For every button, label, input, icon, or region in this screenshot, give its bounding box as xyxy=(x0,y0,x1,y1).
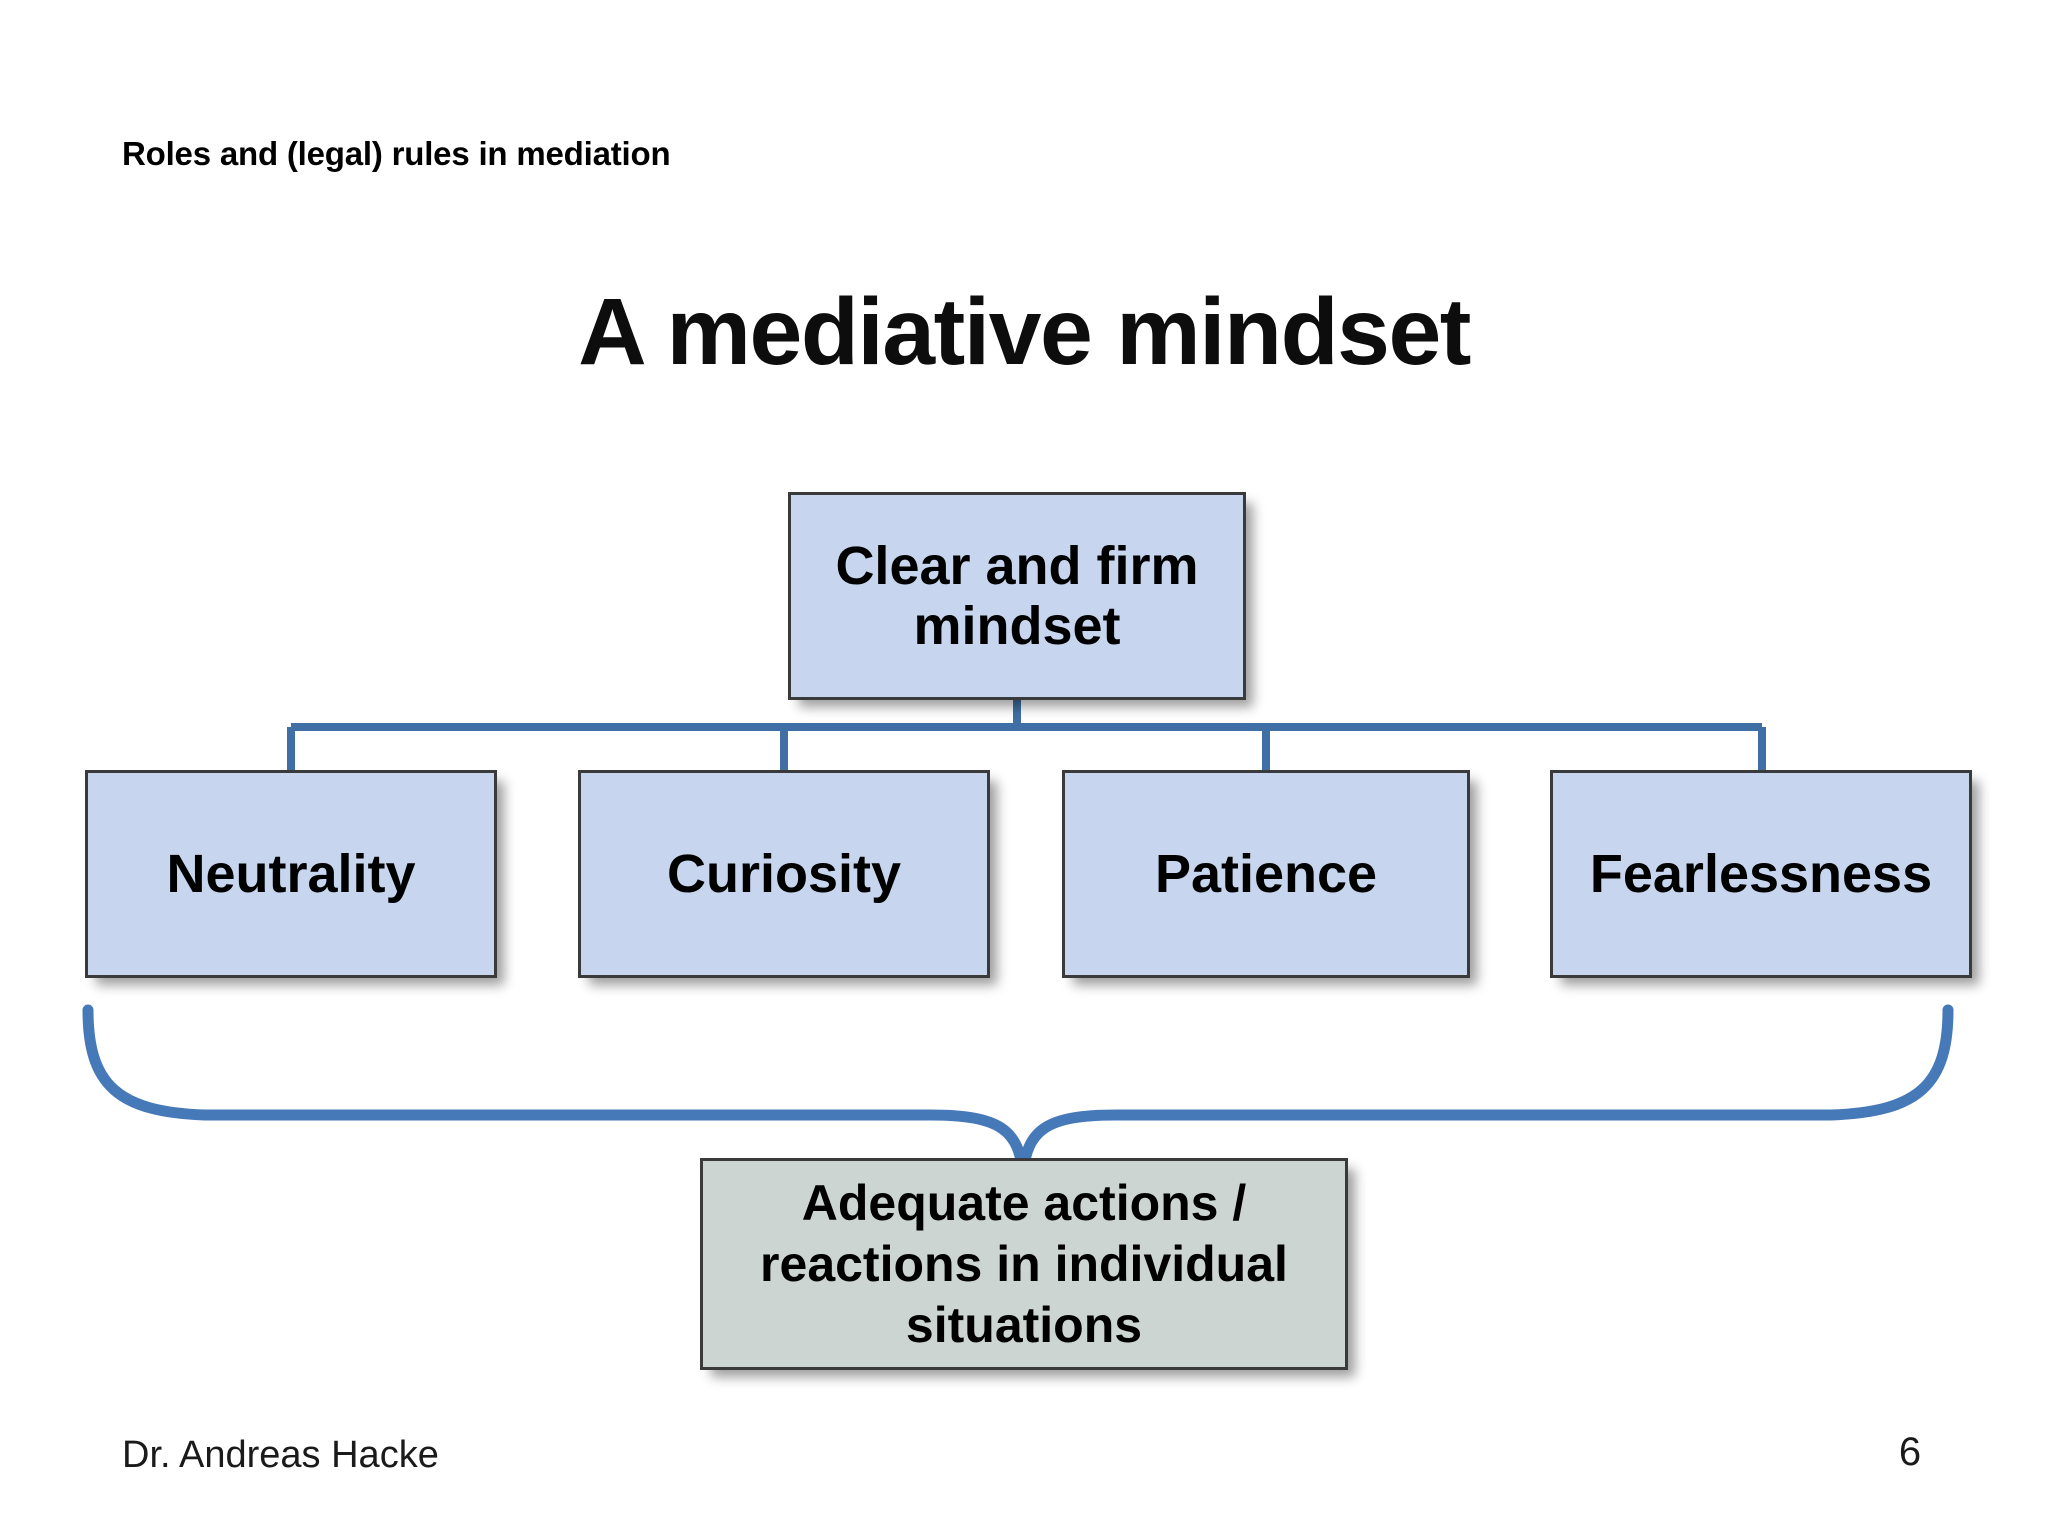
node-neutrality[interactable]: Neutrality xyxy=(85,770,497,978)
footer-page-number: 6 xyxy=(1898,1430,1922,1474)
node-adequate-actions-reactions[interactable]: Adequate actions / reactions in individu… xyxy=(700,1158,1348,1370)
node-patience[interactable]: Patience xyxy=(1062,770,1470,978)
curly-brace xyxy=(82,1004,1954,1178)
node-label: Neutrality xyxy=(166,843,416,904)
node-fearlessness[interactable]: Fearlessness xyxy=(1550,770,1972,978)
page-title: A mediative mindset xyxy=(578,279,1471,385)
node-label: Patience xyxy=(1154,843,1378,904)
node-curiosity[interactable]: Curiosity xyxy=(578,770,990,978)
node-label: Fearlessness xyxy=(1589,843,1933,904)
node-label: Curiosity xyxy=(666,843,902,904)
node-clear-and-firm-mindset[interactable]: Clear and firm mindset xyxy=(788,492,1246,700)
slide-header: Roles and (legal) rules in mediation xyxy=(122,135,671,172)
footer-author: Dr. Andreas Hacke xyxy=(122,1434,439,1476)
node-label: Adequate actions / reactions in individu… xyxy=(760,1174,1288,1353)
node-label: Clear and firm mindset xyxy=(835,535,1199,656)
